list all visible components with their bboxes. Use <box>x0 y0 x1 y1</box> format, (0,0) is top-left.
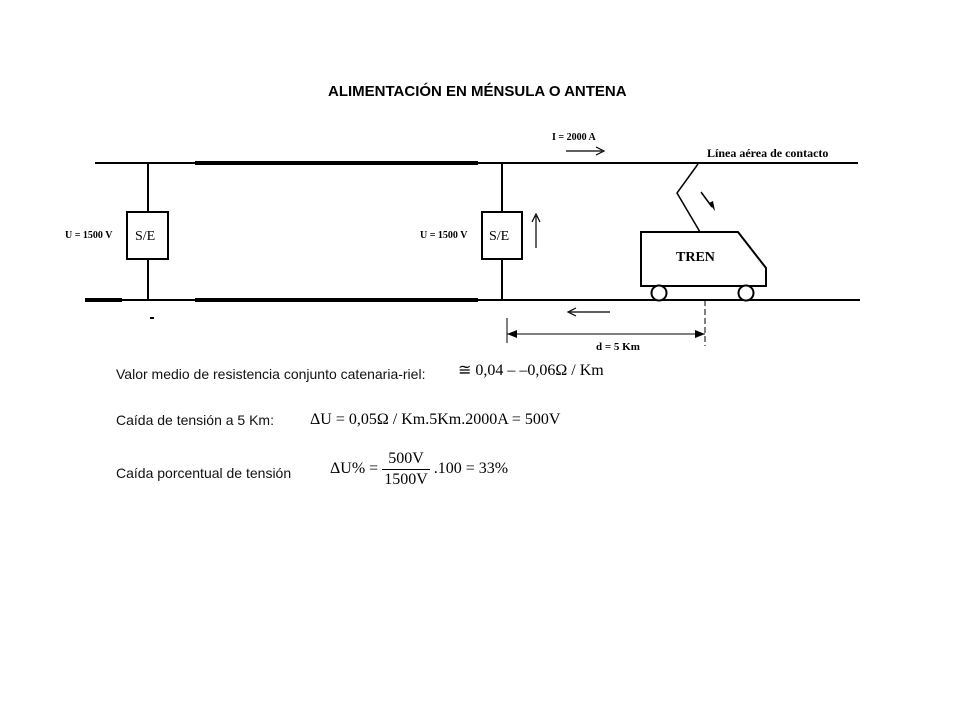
train-wheel-right <box>737 284 755 302</box>
return-current-arrowhead-icon <box>566 307 577 317</box>
diagram-title: ALIMENTACIÓN EN MÉNSULA O ANTENA <box>328 82 627 100</box>
train: TREN <box>640 231 767 302</box>
percent-drop-fraction: 500V 1500V <box>382 450 430 489</box>
pantograph-arrowhead-icon <box>709 201 715 211</box>
voltage-drop-label: Caída de tensión a 5 Km: <box>116 412 274 428</box>
substation-1-label: S/E <box>135 229 155 244</box>
resistance-formula: ≅ 0,04 – –0,06Ω / Km <box>458 362 604 379</box>
percent-drop-formula: ΔU% = 500V 1500V .100 = 33% <box>330 450 508 489</box>
current-right-arrowhead-icon <box>595 146 606 156</box>
percent-drop-rhs: .100 = 33% <box>433 460 509 478</box>
substation-1-voltage: U = 1500 V <box>65 230 113 241</box>
current-label: I = 2000 A <box>552 132 597 143</box>
substation-2-label: S/E <box>489 229 509 244</box>
train-wheel-left <box>650 284 668 302</box>
distance-arrowhead-left-icon <box>507 330 517 338</box>
pantograph-icon <box>676 163 701 233</box>
substation-2-voltage: U = 1500 V <box>420 230 468 241</box>
resistance-label: Valor medio de resistencia conjunto cate… <box>116 366 426 382</box>
train-body <box>640 231 767 287</box>
percent-drop-numerator: 500V <box>382 450 430 470</box>
substation-2: S/E U = 1500 V <box>420 163 541 300</box>
percent-drop-lhs: ΔU% = <box>330 460 379 478</box>
overhead-line-label: Línea aérea de contacto <box>707 146 828 160</box>
distance-label: d = 5 Km <box>596 341 640 353</box>
substation-1: S/E U = 1500 V <box>65 163 169 300</box>
train-label: TREN <box>676 250 715 265</box>
percent-drop-label: Caída porcentual de tensión <box>116 465 292 481</box>
distance-arrowhead-right-icon <box>695 330 705 338</box>
voltage-drop-formula: ΔU = 0,05Ω / Km.5Km.2000A = 500V <box>310 411 561 428</box>
current-up-arrowhead-icon <box>531 212 541 223</box>
percent-drop-denominator: 1500V <box>384 471 428 488</box>
